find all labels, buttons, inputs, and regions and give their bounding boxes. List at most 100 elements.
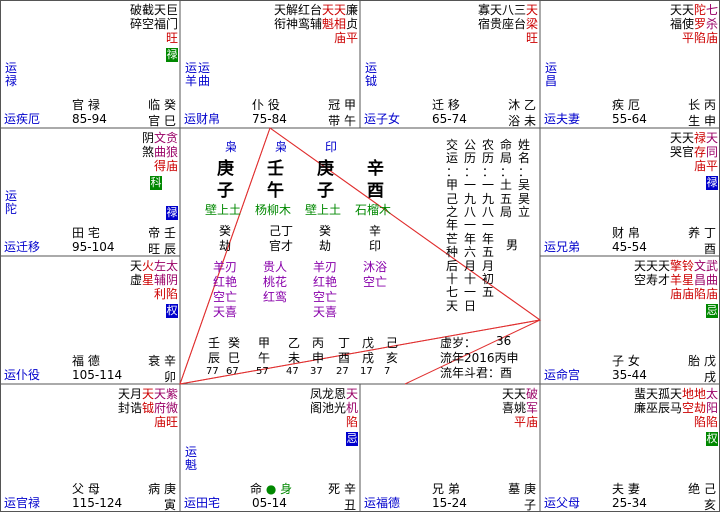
star-name: 天 虚 xyxy=(130,259,143,287)
star-name: 月 诰 xyxy=(130,387,143,415)
star-brightness: 庙 xyxy=(670,287,683,301)
star-name: 天 使 xyxy=(682,3,695,31)
nayin: 石榴木 xyxy=(355,203,392,217)
dayun-stem: 壬 xyxy=(208,336,221,350)
dayun-age: 7 xyxy=(384,366,391,377)
dayun-stem: 甲 xyxy=(258,336,271,350)
star-name: 天 福 xyxy=(670,3,683,31)
stage-branch: 子 xyxy=(523,498,536,512)
star-brightness: 庙 xyxy=(526,415,539,429)
heavenly-stem: 壬 xyxy=(267,159,284,179)
stage-stem: 胎 戊 xyxy=(688,354,716,368)
shensha: 羊刃 xyxy=(313,260,338,274)
star-name: 廉 贞 xyxy=(346,3,359,31)
star-name: 地 空 xyxy=(682,387,695,415)
yun-palace: 运迁移 xyxy=(4,240,41,254)
star-brightness: 平 xyxy=(682,31,695,45)
star-name: 红 鸾 xyxy=(298,3,311,31)
star-brightness: 庙 xyxy=(154,415,167,429)
star-name: 龙 池 xyxy=(322,387,335,415)
yun-palace: 运田宅 xyxy=(184,496,221,510)
dayun-stem: 丁 xyxy=(338,336,351,350)
star-name: 天 相 xyxy=(334,3,347,31)
dayun-age: 37 xyxy=(310,366,323,377)
star-name: 太 阳 xyxy=(706,387,719,415)
dayun-age: 17 xyxy=(360,366,373,377)
star-name: 天 寿 xyxy=(646,259,659,287)
palace-name: 命 ● 身 xyxy=(250,482,293,496)
star-name: 铃 星 xyxy=(682,259,695,287)
earthly-branch: 午 xyxy=(267,181,284,201)
star-brightness: 平 xyxy=(514,415,527,429)
xusui-label: 虚岁： xyxy=(440,336,477,350)
star-brightness: 平 xyxy=(706,159,719,173)
star-brightness: 旺 xyxy=(166,31,179,45)
star-brightness: 陷 xyxy=(694,31,707,45)
star-brightness: 庙 xyxy=(694,159,707,173)
star-name: 天 姚 xyxy=(514,387,527,415)
dayun-branch: 未 xyxy=(288,351,301,365)
sihua-mark: 禄 xyxy=(706,176,718,190)
star-brightness: 旺 xyxy=(166,415,179,429)
age-range: 85-94 xyxy=(72,112,107,126)
pillar-god: 枭 xyxy=(275,140,288,154)
sihua-mark: 科 xyxy=(150,176,162,190)
dayun-branch: 戌 xyxy=(362,351,375,365)
yun-label: 运 魁 xyxy=(184,445,197,472)
star-name: 左 辅 xyxy=(154,259,167,287)
star-name: 阴 煞 xyxy=(142,131,155,159)
star-brightness: 陷 xyxy=(694,415,707,429)
age-range: 05-14 xyxy=(252,496,287,510)
shensha: 红艳 xyxy=(313,275,338,289)
stage-stem: 衰 辛 xyxy=(148,354,176,368)
stage-stem: 死 辛 xyxy=(328,482,356,496)
star-name: 三 台 xyxy=(514,3,527,31)
stage-stem: 养 丁 xyxy=(688,226,716,240)
stage-branch: 带 午 xyxy=(328,114,356,128)
star-name: 天 贵 xyxy=(490,3,503,31)
star-name: 擎 羊 xyxy=(670,259,683,287)
age-range: 115-124 xyxy=(72,496,123,510)
star-name: 寡 宿 xyxy=(478,3,491,31)
hidden-stem: 癸 xyxy=(319,224,332,238)
star-name: 天 封 xyxy=(118,387,131,415)
palace-name: 财 帛 xyxy=(612,226,640,240)
shensha: 天喜 xyxy=(213,305,238,319)
star-name: 恩 光 xyxy=(334,387,347,415)
star-name: 蜚 廉 xyxy=(634,387,647,415)
palace-name: 田 宅 xyxy=(72,226,100,240)
star-name: 天 才 xyxy=(658,259,671,287)
shensha: 红鸾 xyxy=(263,290,288,304)
dayun-stem: 己 xyxy=(386,336,399,350)
stage-branch: 官 巳 xyxy=(148,114,176,128)
yun-palace: 运疾厄 xyxy=(4,112,41,126)
stage-stem: 帝 壬 xyxy=(148,226,176,240)
shensha: 天喜 xyxy=(313,305,338,319)
sihua-mark: 忌 xyxy=(706,304,718,318)
shensha: 空亡 xyxy=(313,290,338,304)
stage-branch: 寅 xyxy=(163,498,176,512)
stage-stem: 临 癸 xyxy=(148,98,176,112)
star-name: 破 碎 xyxy=(130,3,143,31)
hidden-stem: 辛 xyxy=(369,224,382,238)
heavenly-stem: 庚 xyxy=(217,159,234,179)
star-name: 天 机 xyxy=(346,387,359,415)
heavenly-stem: 辛 xyxy=(367,159,384,179)
star-brightness: 陷 xyxy=(166,287,179,301)
star-name: 天 钺 xyxy=(142,387,155,415)
star-name: 孤 辰 xyxy=(658,387,671,415)
xusui-value: 36 xyxy=(496,334,512,348)
